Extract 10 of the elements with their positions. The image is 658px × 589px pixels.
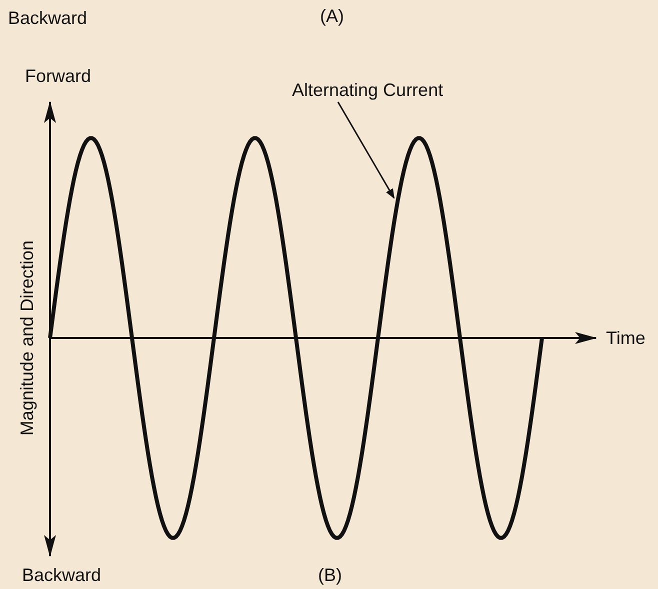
axis-title: Magnitude and Direction xyxy=(17,239,37,438)
panel-label: (B) xyxy=(318,565,342,585)
axis-label: Forward xyxy=(25,66,92,86)
panel-label: (A) xyxy=(320,6,344,26)
leader-line xyxy=(337,102,395,199)
axis-label: Backward xyxy=(22,565,102,585)
axis-label: Backward xyxy=(8,8,88,28)
axis-label: Time xyxy=(606,328,646,348)
sine-wave-curve xyxy=(48,136,544,540)
curve-label: Alternating Current xyxy=(292,80,444,100)
